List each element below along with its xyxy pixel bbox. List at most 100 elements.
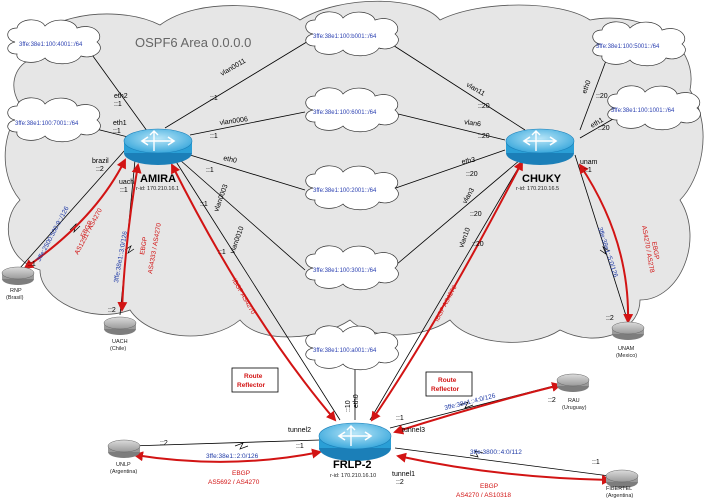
svg-text:::20: ::20 [478,133,490,140]
svg-text:3ffe:38e1::2:0/126: 3ffe:38e1::2:0/126 [206,453,259,460]
svg-text:eth0: eth0 [223,155,238,165]
svg-text:EBGP: EBGP [232,470,250,477]
svg-text:3ffe:38e1:100:5001::/64: 3ffe:38e1:100:5001::/64 [596,44,660,50]
router-amira[interactable] [123,128,193,165]
router-amira-name: AMIRA [140,173,176,185]
cloud-7001: 3ffe:38e1:100:7001::/64 [7,97,101,143]
svg-text:tunnel2: tunnel2 [288,427,311,434]
svg-text:::1: ::1 [200,201,208,208]
link-amira-cloudb001 [164,39,311,129]
cloud-6001: 3ffe:38e1:100:6001::/64 [305,87,399,133]
svg-text:::2: ::2 [606,315,614,322]
area-title: OSPF6 Area 0.0.0.0 [135,35,251,50]
svg-text:::1: ::1 [210,133,218,140]
svg-text:::20: ::20 [466,171,478,178]
svg-text:::1: ::1 [206,167,214,174]
svg-text:3ffe:38e1:100:6001::/64: 3ffe:38e1:100:6001::/64 [313,110,377,116]
peer-unlp-country: (Argentina) [110,469,137,475]
peer-unam-country: (Mexico) [616,353,637,359]
svg-text:::2: ::2 [96,166,104,173]
svg-text:::1: ::1 [113,128,121,135]
link-chuky-cloud5001 [579,49,611,131]
cloud-4001: 3ffe:38e1:100:4001::/64 [7,19,101,65]
svg-text:3ffe:3800::4:0/112: 3ffe:3800::4:0/112 [470,449,522,456]
peer-unam[interactable] [611,321,645,340]
svg-text:::1: ::1 [120,187,128,194]
svg-text:::20: ::20 [478,103,490,110]
svg-text:::2: ::2 [396,479,404,486]
svg-text:3ffe:38e1:100:4001::/64: 3ffe:38e1:100:4001::/64 [19,42,83,48]
peer-unam-name: UNAM [618,346,635,352]
svg-text:::1: ::1 [584,167,592,174]
peer-rnp[interactable] [1,266,35,285]
svg-text:Reflector: Reflector [431,386,460,393]
link-chuky-cloud6001 [389,111,506,141]
router-frlp-name: FRLP-2 [333,459,372,471]
svg-text:EBGP: EBGP [480,483,498,490]
subnet-clouds: 3ffe:38e1:100:4001::/64 3ffe:38e1:100:70… [7,11,701,371]
svg-text:Reflector: Reflector [237,382,266,389]
peer-uach[interactable] [103,316,137,335]
router-frlp-rid: r-id: 170.210.16.10 [330,473,376,479]
peer-rau[interactable] [556,373,590,392]
ibgp-chuky-frlp [370,160,523,422]
link-frlp-unlp [129,439,321,447]
svg-text:::1: ::1 [592,459,600,466]
router-chuky-rid: r-id: 170.210.16.5 [516,186,559,192]
cloud-b001: 3ffe:38e1:100:b001::/64 [305,11,399,57]
svg-text:::2: ::2 [108,307,116,314]
svg-text:AS5692 / AS4270: AS5692 / AS4270 [208,479,260,486]
bgp-sessions [23,158,634,485]
svg-text:EBGP: EBGP [139,236,149,255]
peer-fibertel-country: (Argentina) [606,493,633,499]
ebgp-fibertel-frlp [396,452,612,485]
route-reflector-left: Route Reflector [231,367,279,393]
svg-text:EBGP: EBGP [650,241,660,260]
svg-text:::10: ::10 [345,400,352,412]
svg-text:::1: ::1 [218,249,226,256]
svg-text:tunnel1: tunnel1 [392,471,415,478]
svg-text:eth0: eth0 [353,394,360,408]
peer-rau-name: RAU [568,398,580,404]
svg-text:eth0: eth0 [581,79,592,94]
route-reflector-right: Route Reflector [425,371,473,397]
cloud-5001: 3ffe:38e1:100:5001::/64 [592,21,686,67]
svg-text:brazil: brazil [92,158,109,165]
svg-text:::2: ::2 [160,440,168,447]
peer-rau-country: (Uruguay) [562,405,587,411]
svg-text:::1: ::1 [114,101,122,108]
svg-text:::1: ::1 [210,95,218,102]
svg-text:AS4270 / AS10318: AS4270 / AS10318 [456,492,511,499]
peer-fibertel[interactable] [605,469,639,488]
svg-text:uach: uach [119,179,134,186]
svg-text:::2: ::2 [548,397,556,404]
peer-fibertel-name: FIBERTEL [606,486,632,492]
svg-text:::1: ::1 [28,261,36,268]
peer-rnp-country: (Brasil) [6,295,24,301]
ebgp-uach-amira [117,163,142,312]
svg-text:3ffe:38e1:100:1001::/64: 3ffe:38e1:100:1001::/64 [611,108,675,114]
router-frlp[interactable] [318,422,392,461]
ebgp-unlp-frlp [133,448,322,463]
ibgp-amira-frlp [171,163,337,422]
svg-text:3ffe:38e1:100:a001::/64: 3ffe:38e1:100:a001::/64 [313,348,377,354]
router-chuky-name: CHUKY [522,173,562,185]
svg-text:::1: ::1 [296,443,304,450]
svg-text:eth3: eth3 [461,157,476,166]
svg-text:Route: Route [244,373,263,380]
ebgp-rau-frlp [393,382,562,435]
svg-text:::20: ::20 [472,241,484,248]
cloud-3001: 3ffe:38e1:100:3001::/64 [305,245,399,291]
svg-text:vlan0006: vlan0006 [219,116,248,127]
peer-uach-country: (Chile) [110,346,126,352]
peer-rnp-name: RNP [10,288,22,294]
peer-unlp[interactable] [107,439,141,458]
link-amira-cloud4001 [89,51,151,136]
svg-text:::20: ::20 [596,93,608,100]
svg-text:3ffe:38e1:100:b001::/64: 3ffe:38e1:100:b001::/64 [313,34,377,40]
router-chuky[interactable] [505,128,575,165]
peer-unlp-name: UNLP [116,462,131,468]
link-amira-cloud6001 [189,111,306,136]
svg-text:3ffe:38e1:100:3001::/64: 3ffe:38e1:100:3001::/64 [313,268,377,274]
